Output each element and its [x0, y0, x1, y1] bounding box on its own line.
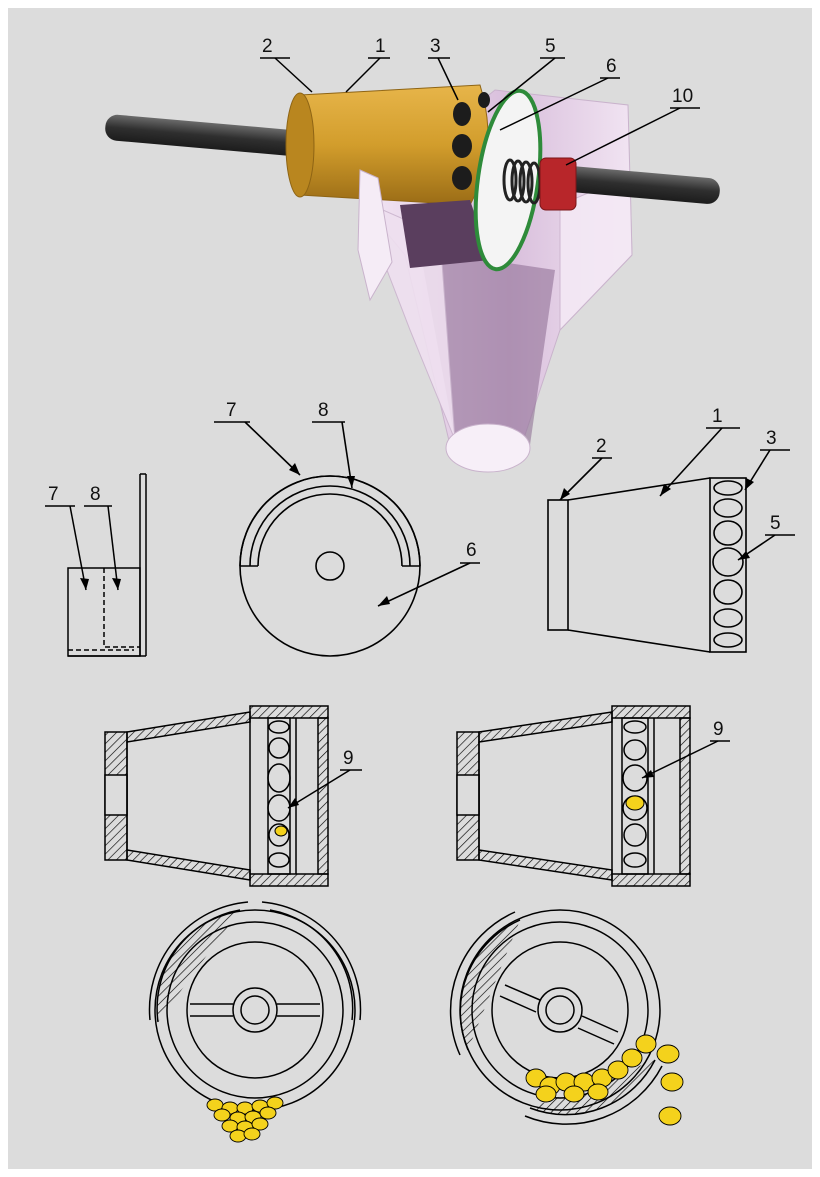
- label-2-3d: 2: [262, 36, 273, 57]
- arrowhead: [378, 596, 390, 606]
- red-part-10: [539, 157, 577, 211]
- drum-hole: [478, 92, 490, 108]
- label-3-3d: 3: [430, 36, 441, 57]
- label-1-drum: 1: [712, 406, 723, 427]
- drum-rear-rim: [285, 92, 315, 198]
- label-10-3d: 10: [672, 86, 693, 107]
- arrowhead: [112, 578, 121, 590]
- arrowhead: [642, 770, 654, 778]
- shaft-right: [560, 166, 720, 204]
- seed: [274, 825, 288, 837]
- disk-front-view: [214, 421, 480, 657]
- label-1-3d: 1: [375, 36, 386, 57]
- arrowhead: [560, 488, 570, 500]
- label-9-left: 9: [343, 748, 354, 769]
- label-7-side: 7: [48, 484, 59, 505]
- arrowhead: [660, 484, 671, 496]
- arrowhead: [347, 476, 355, 488]
- label-8-side: 8: [90, 484, 101, 505]
- side-view-parts-7-8: [45, 473, 147, 657]
- label-6-disk: 6: [466, 540, 477, 561]
- disk-6-3d: [473, 88, 543, 272]
- drum-hole: [453, 102, 471, 126]
- label-5-drum: 5: [770, 513, 781, 534]
- arrowhead: [738, 551, 750, 560]
- label-3-drum: 3: [766, 428, 777, 449]
- label-6-3d: 6: [606, 56, 617, 77]
- seed: [625, 795, 645, 811]
- arrowhead: [745, 478, 754, 490]
- shaft-left: [105, 114, 300, 156]
- label-9-right: 9: [713, 719, 724, 740]
- label-7-disk: 7: [226, 400, 237, 421]
- arrowhead: [80, 578, 89, 590]
- section-view-right: 9: [456, 705, 730, 887]
- arrowhead: [289, 463, 300, 475]
- drum-hole: [452, 166, 472, 190]
- section-view-left: 9: [104, 705, 362, 887]
- assembly-3d-view: 2 1 3 5 6 10: [105, 36, 720, 473]
- label-8-disk: 8: [318, 400, 329, 421]
- label-5-3d: 5: [545, 36, 556, 57]
- seed-pile-left: [206, 1096, 284, 1143]
- hopper-outlet: [445, 423, 531, 473]
- seed-row-right: [525, 1034, 684, 1126]
- hopper-interior: [420, 250, 555, 445]
- arrowhead: [288, 798, 299, 808]
- drum-hole: [452, 134, 472, 158]
- hopper-near-wall: [357, 169, 393, 302]
- inner-plate: [400, 200, 490, 268]
- label-2-drum: 2: [596, 436, 607, 457]
